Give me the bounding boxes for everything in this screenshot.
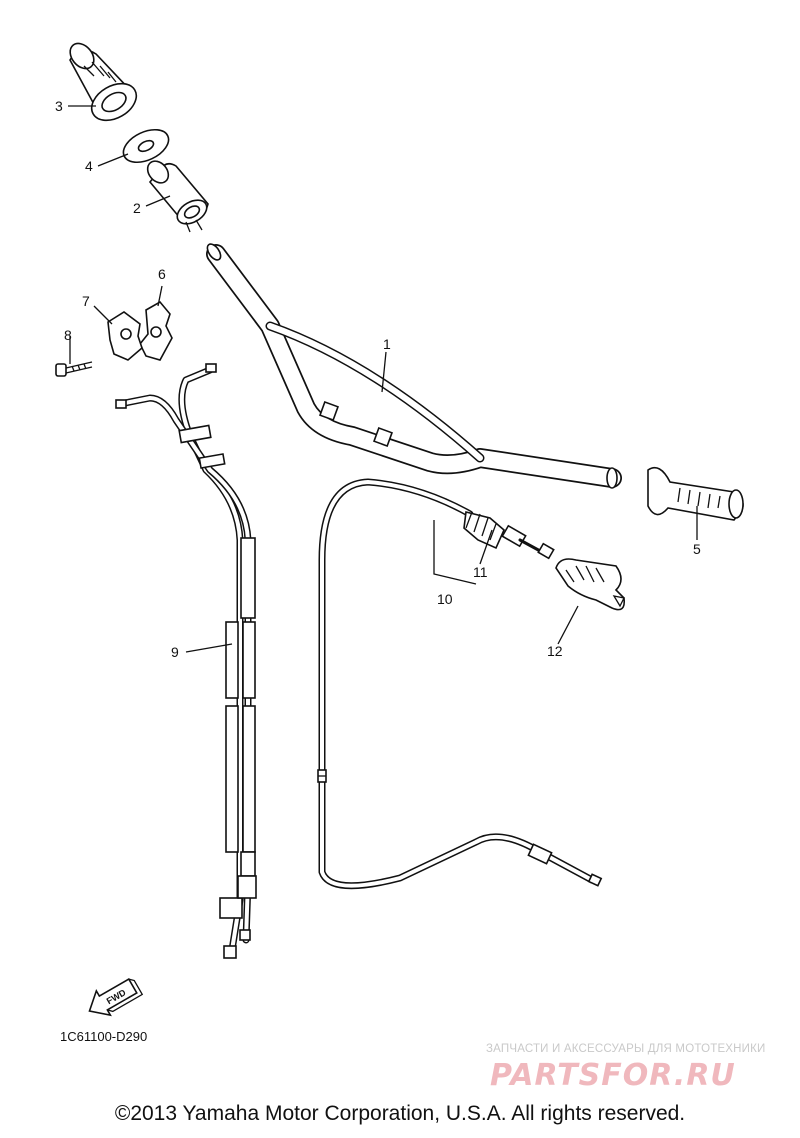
throttle-cable-part	[115, 363, 257, 959]
copyright-notice: ©2013 Yamaha Motor Corporation, U.S.A. A…	[114, 1102, 686, 1125]
washer-part	[122, 128, 170, 164]
callout-4: 4	[85, 158, 93, 174]
callout-11: 11	[473, 564, 488, 580]
holder-lower-part	[107, 311, 143, 361]
leader-lines	[68, 105, 698, 653]
callout-3: 3	[55, 98, 63, 114]
callout-6: 6	[158, 266, 166, 282]
callout-7: 7	[82, 293, 90, 309]
callout-10: 10	[437, 591, 453, 607]
callout-labels: 3 4 2 6 7 8 1 5 11 10 9 12	[55, 98, 701, 660]
callout-12: 12	[547, 643, 563, 659]
callout-8: 8	[64, 327, 72, 343]
callout-5: 5	[693, 541, 701, 557]
callout-1: 1	[383, 336, 391, 352]
callout-9: 9	[171, 644, 179, 660]
grip-right-part	[647, 466, 744, 521]
clutch-boot-part	[555, 558, 626, 611]
clutch-cable-part	[317, 478, 603, 890]
watermark-logo: PARTSFOR.RU	[490, 1058, 736, 1093]
bolt-part	[55, 361, 93, 377]
holder-upper-part	[139, 300, 173, 361]
throttle-tube-part	[146, 160, 209, 233]
grip-left-part	[69, 42, 138, 122]
watermark-tagline: ЗАПЧАСТИ И АКСЕССУАРЫ ДЛЯ МОТОТЕХНИКИ	[486, 1043, 766, 1055]
diagram-code: 1C61100-D290	[60, 1029, 147, 1044]
handlebar-part	[206, 243, 622, 489]
callout-2: 2	[133, 200, 141, 216]
clutch-adjuster-part	[463, 511, 555, 560]
fwd-arrow-icon: FWD	[88, 977, 144, 1017]
